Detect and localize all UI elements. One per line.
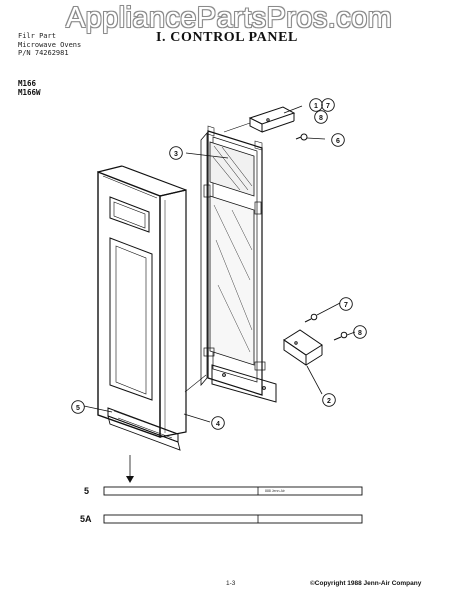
callout-8-top: 8: [319, 115, 323, 122]
callout-1: 1: [314, 103, 318, 110]
meta-line: P/N 74262981: [18, 49, 69, 57]
page-title: I. CONTROL PANEL: [156, 30, 298, 45]
document-meta: Filr Part Microwave Ovens P/N 74262981: [18, 32, 81, 58]
front-control-panel: [97, 165, 187, 451]
model-list: M166 M166W: [18, 79, 41, 97]
replacement-strips: [103, 486, 363, 524]
meta-line: Microwave Ovens: [18, 40, 82, 49]
page-number: 1-3: [226, 580, 236, 587]
strip-label-5: 5: [84, 486, 90, 496]
strip-label-5a: 5A: [80, 514, 92, 524]
callout-6: 6: [336, 138, 340, 145]
callout-4: 4: [216, 421, 220, 428]
model-number: M166: [18, 79, 37, 88]
strip-part-text: 888 Jenn-Air: [265, 489, 285, 493]
copyright: ©Copyright 1988 Jenn-Air Company: [310, 580, 422, 587]
callout-5: 5: [76, 405, 80, 412]
leader-lines: [83, 105, 356, 483]
callout-7-lower: 7: [344, 302, 348, 309]
callouts: [71, 98, 367, 430]
control-panel-frame: [200, 125, 277, 403]
callout-7-top: 7: [326, 103, 330, 110]
lower-bracket: [283, 329, 323, 366]
screw-6: [295, 133, 308, 141]
screw-8: [333, 331, 348, 341]
callout-3: 3: [174, 151, 178, 158]
screw-7: [304, 313, 318, 323]
callout-2: 2: [327, 398, 331, 405]
watermark: AppliancePartsPros.com: [65, 2, 393, 34]
meta-line: Filr Part: [18, 32, 56, 40]
callout-8-lower: 8: [358, 330, 362, 337]
model-number: M166W: [18, 88, 41, 97]
callout-numbers: 1 7 8 6 3 7 8 2 5 4: [76, 103, 362, 428]
top-bracket: [248, 106, 296, 133]
